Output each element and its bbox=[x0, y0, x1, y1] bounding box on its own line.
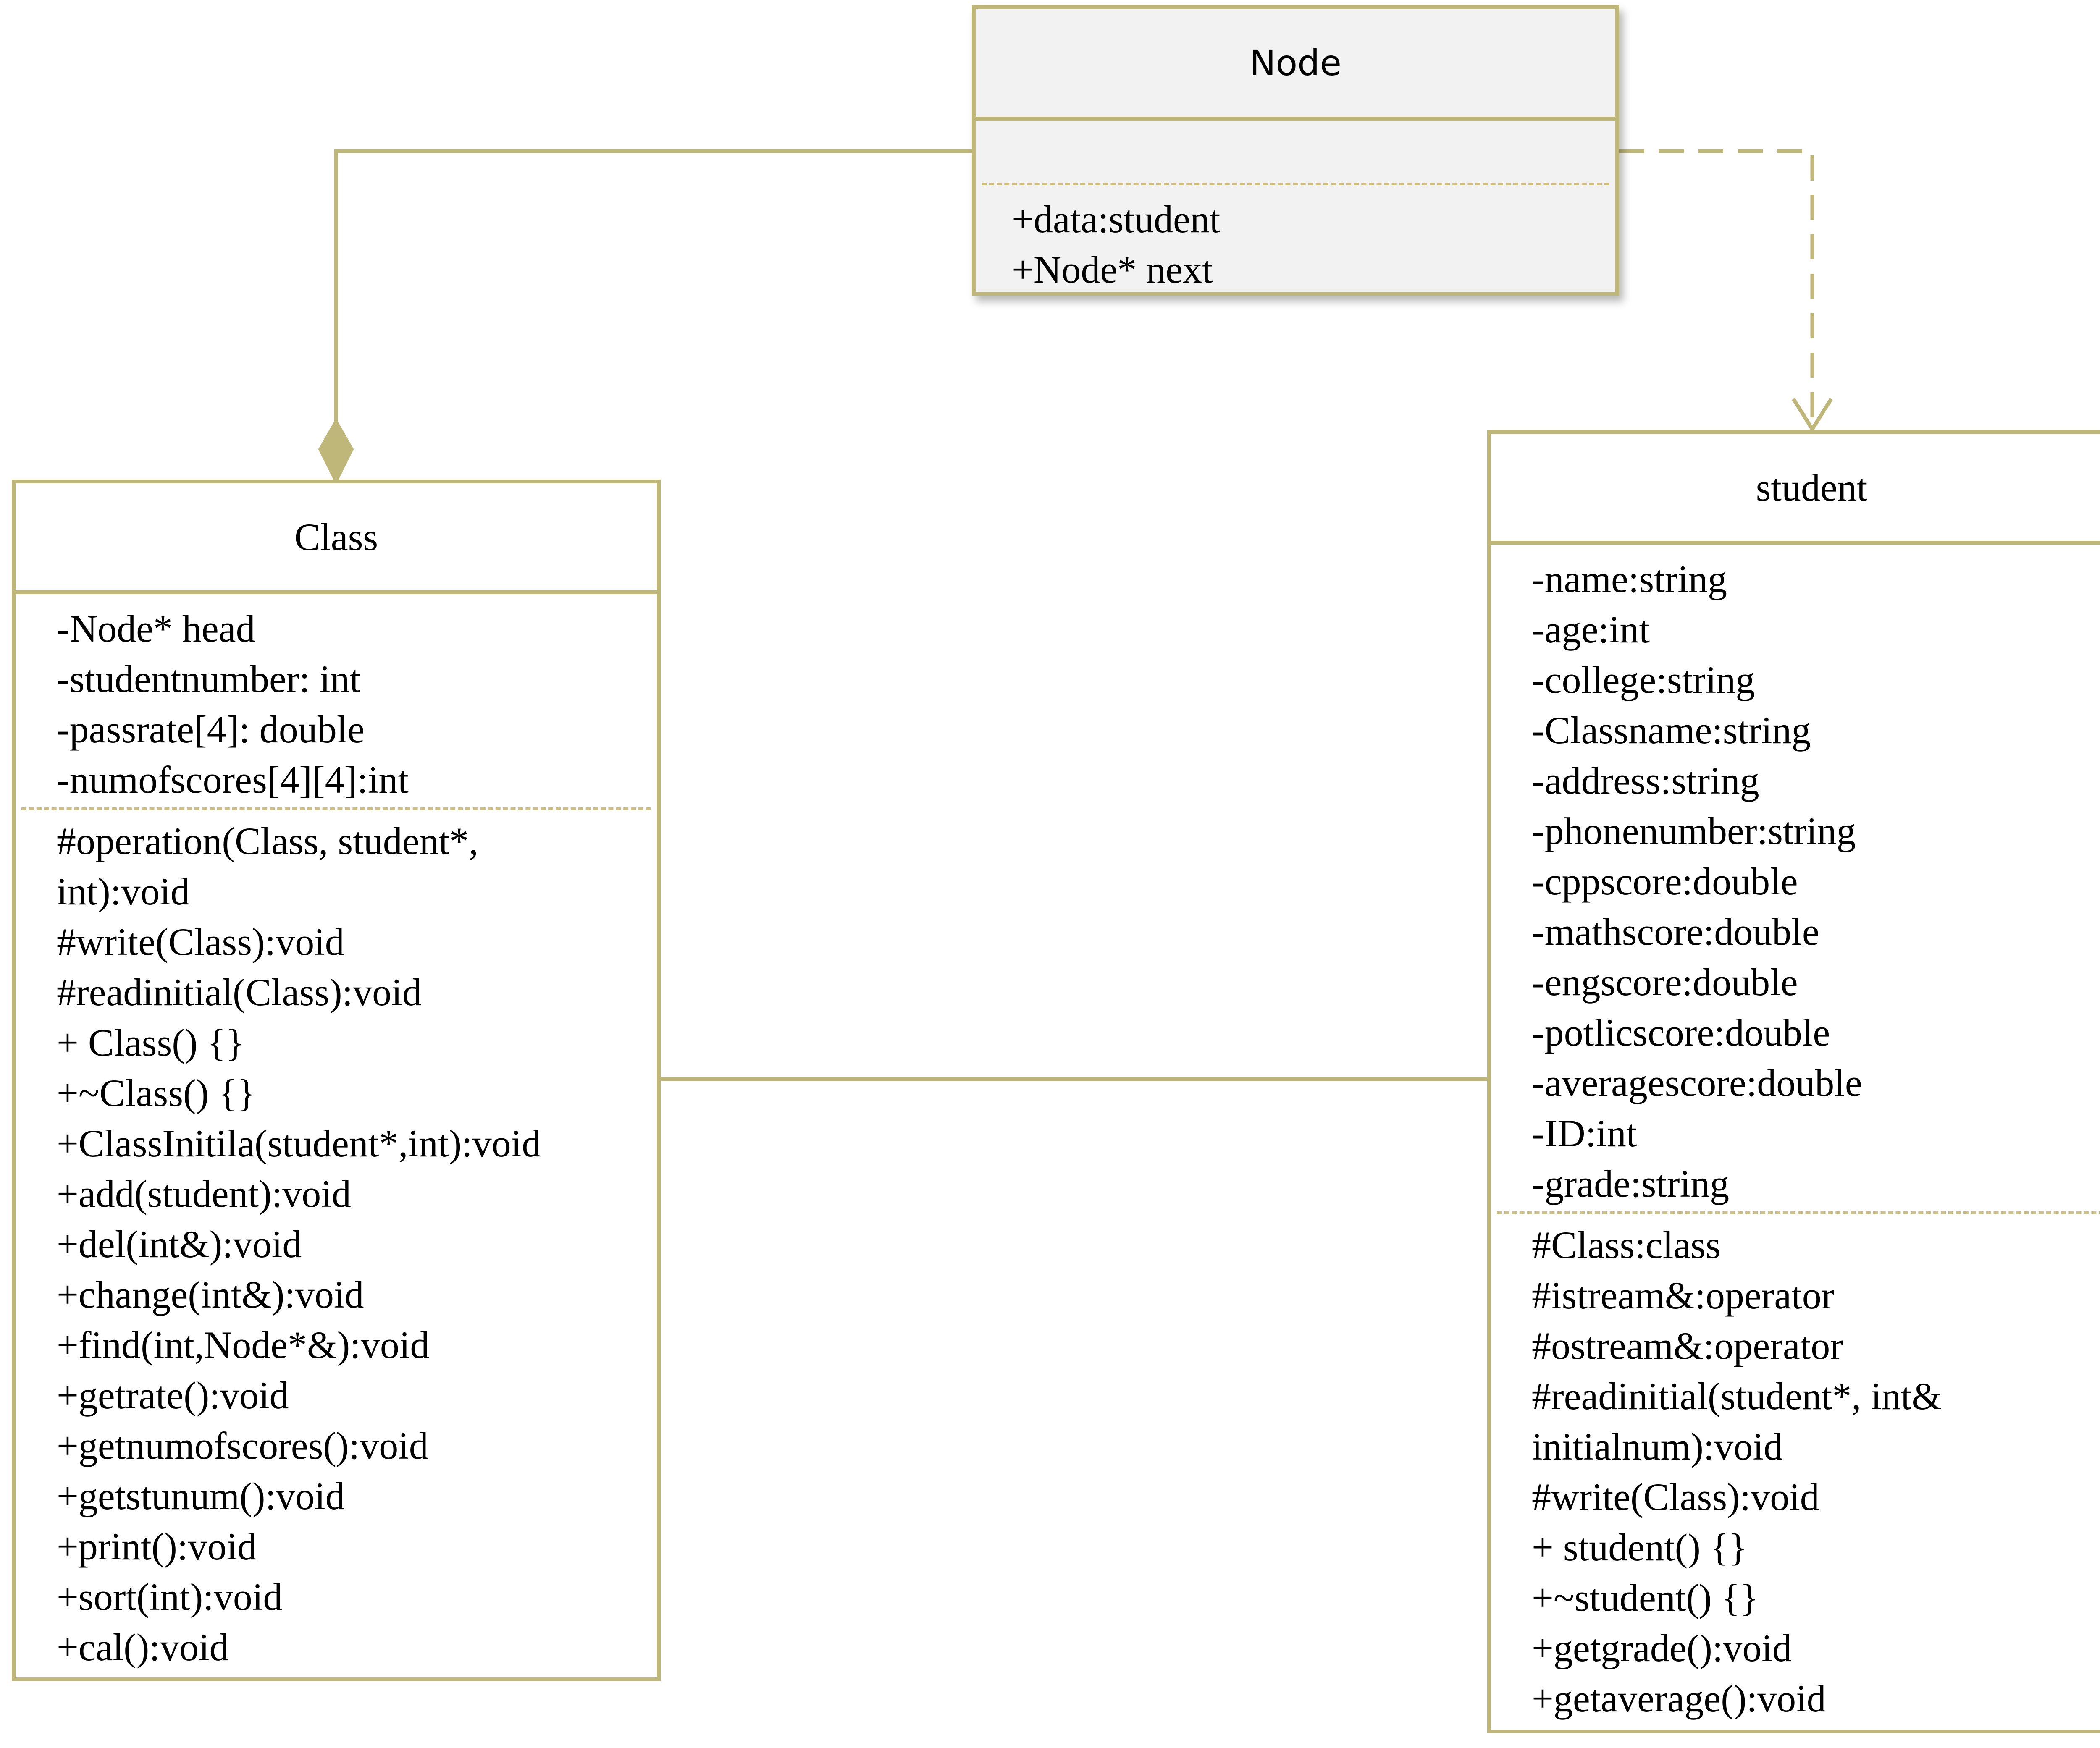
student-operation-line: #Class:class bbox=[1532, 1224, 1721, 1266]
class-operation-line: +del(int&):void bbox=[57, 1223, 302, 1266]
composition-class-node bbox=[318, 149, 974, 485]
composition-line bbox=[334, 149, 974, 437]
class-operation-line: +ClassInitila(student*,int):void bbox=[57, 1122, 541, 1165]
student-attribute-line: -cppscore:double bbox=[1532, 860, 1798, 903]
class-attribute-line: -Node* head bbox=[57, 607, 255, 650]
class-operation-line: #write(Class):void bbox=[57, 920, 344, 963]
student-operation-line: #write(Class):void bbox=[1532, 1475, 1819, 1518]
class-operation-line: +cal():void bbox=[57, 1626, 229, 1669]
dependency-line bbox=[1619, 149, 1814, 424]
student-attributes: -name:string -age:int -college:string -C… bbox=[1532, 554, 2100, 1209]
student-attribute-line: -mathscore:double bbox=[1532, 910, 1819, 953]
class-attributes: -Node* head -studentnumber: int -passrat… bbox=[57, 603, 648, 805]
class-operation-line: +print():void bbox=[57, 1525, 257, 1568]
class-box-student[interactable]: student -name:string -age:int -college:s… bbox=[1487, 430, 2100, 1733]
student-operation-line: #readinitial(student*, int& bbox=[1532, 1375, 1942, 1418]
student-operation-line: initialnum):void bbox=[1532, 1425, 1783, 1468]
class-operation-line: +getrate():void bbox=[57, 1374, 289, 1417]
class-operation-line: +sort(int):void bbox=[57, 1575, 283, 1618]
dependency-node-student bbox=[1619, 149, 1833, 433]
class-operation-line: #operation(Class, student*, bbox=[57, 820, 479, 862]
student-operation-line: +~student() {} bbox=[1532, 1576, 1759, 1619]
class-operations: #operation(Class, student*, int):void #w… bbox=[57, 816, 648, 1672]
class-attribute-line: -studentnumber: int bbox=[57, 658, 361, 700]
class-operation-line: +~Class() {} bbox=[57, 1072, 256, 1114]
class-operation-line: int):void bbox=[57, 870, 190, 913]
student-attribute-line: -ID:int bbox=[1532, 1112, 1637, 1155]
class-operation-line: #readinitial(Class):void bbox=[57, 971, 422, 1014]
class-operation-line: +add(student):void bbox=[57, 1172, 351, 1215]
student-operation-line: +getaverage():void bbox=[1532, 1677, 1826, 1720]
student-attribute-line: -potlicscore:double bbox=[1532, 1011, 1830, 1054]
class-name-class: Class bbox=[16, 483, 657, 594]
student-operations: #Class:class #istream&:operator #ostream… bbox=[1532, 1220, 2100, 1724]
student-attribute-line: -college:string bbox=[1532, 658, 1755, 701]
student-operation-line: #istream&:operator bbox=[1532, 1274, 1835, 1317]
node-operation-line: +Node* next bbox=[1012, 248, 1213, 291]
student-operation-line: + student() {} bbox=[1532, 1526, 1748, 1569]
student-attribute-line: -age:int bbox=[1532, 608, 1650, 651]
class-name-student: student bbox=[1491, 434, 2100, 545]
node-separator bbox=[982, 183, 1609, 185]
class-operation-line: +getstunum():void bbox=[57, 1475, 345, 1517]
class-box-class[interactable]: Class -Node* head -studentnumber: int -p… bbox=[12, 480, 661, 1681]
student-attribute-line: -phonenumber:string bbox=[1532, 810, 1856, 852]
student-attribute-line: -engscore:double bbox=[1532, 961, 1798, 1004]
class-name-node: Node bbox=[976, 9, 1615, 121]
class-operation-line: +change(int&):void bbox=[57, 1273, 364, 1316]
student-attribute-line: -name:string bbox=[1532, 558, 1727, 600]
class-separator bbox=[21, 807, 651, 810]
student-attribute-line: -address:string bbox=[1532, 759, 1759, 802]
class-box-node[interactable]: Node +data:student +Node* next bbox=[972, 5, 1619, 296]
student-attribute-line: -averagescore:double bbox=[1532, 1061, 1862, 1104]
dependency-arrowhead bbox=[1792, 398, 1833, 433]
class-operation-line: +find(int,Node*&):void bbox=[57, 1323, 430, 1366]
node-operation-line: +data:student bbox=[1012, 198, 1221, 241]
class-operation-line: +getnumofscores():void bbox=[57, 1424, 428, 1467]
class-operation-line: + Class() {} bbox=[57, 1021, 244, 1064]
class-attribute-line: -numofscores[4][4]:int bbox=[57, 758, 409, 801]
student-attribute-line: -grade:string bbox=[1532, 1162, 1730, 1205]
composition-diamond bbox=[318, 418, 354, 485]
class-attribute-line: -passrate[4]: double bbox=[57, 708, 365, 751]
student-attribute-line: -Classname:string bbox=[1532, 709, 1811, 752]
node-operations: +data:student +Node* next bbox=[1012, 194, 1607, 295]
student-separator bbox=[1497, 1211, 2100, 1214]
student-operation-line: #ostream&:operator bbox=[1532, 1324, 1843, 1367]
student-operation-line: +getgrade():void bbox=[1532, 1627, 1792, 1669]
